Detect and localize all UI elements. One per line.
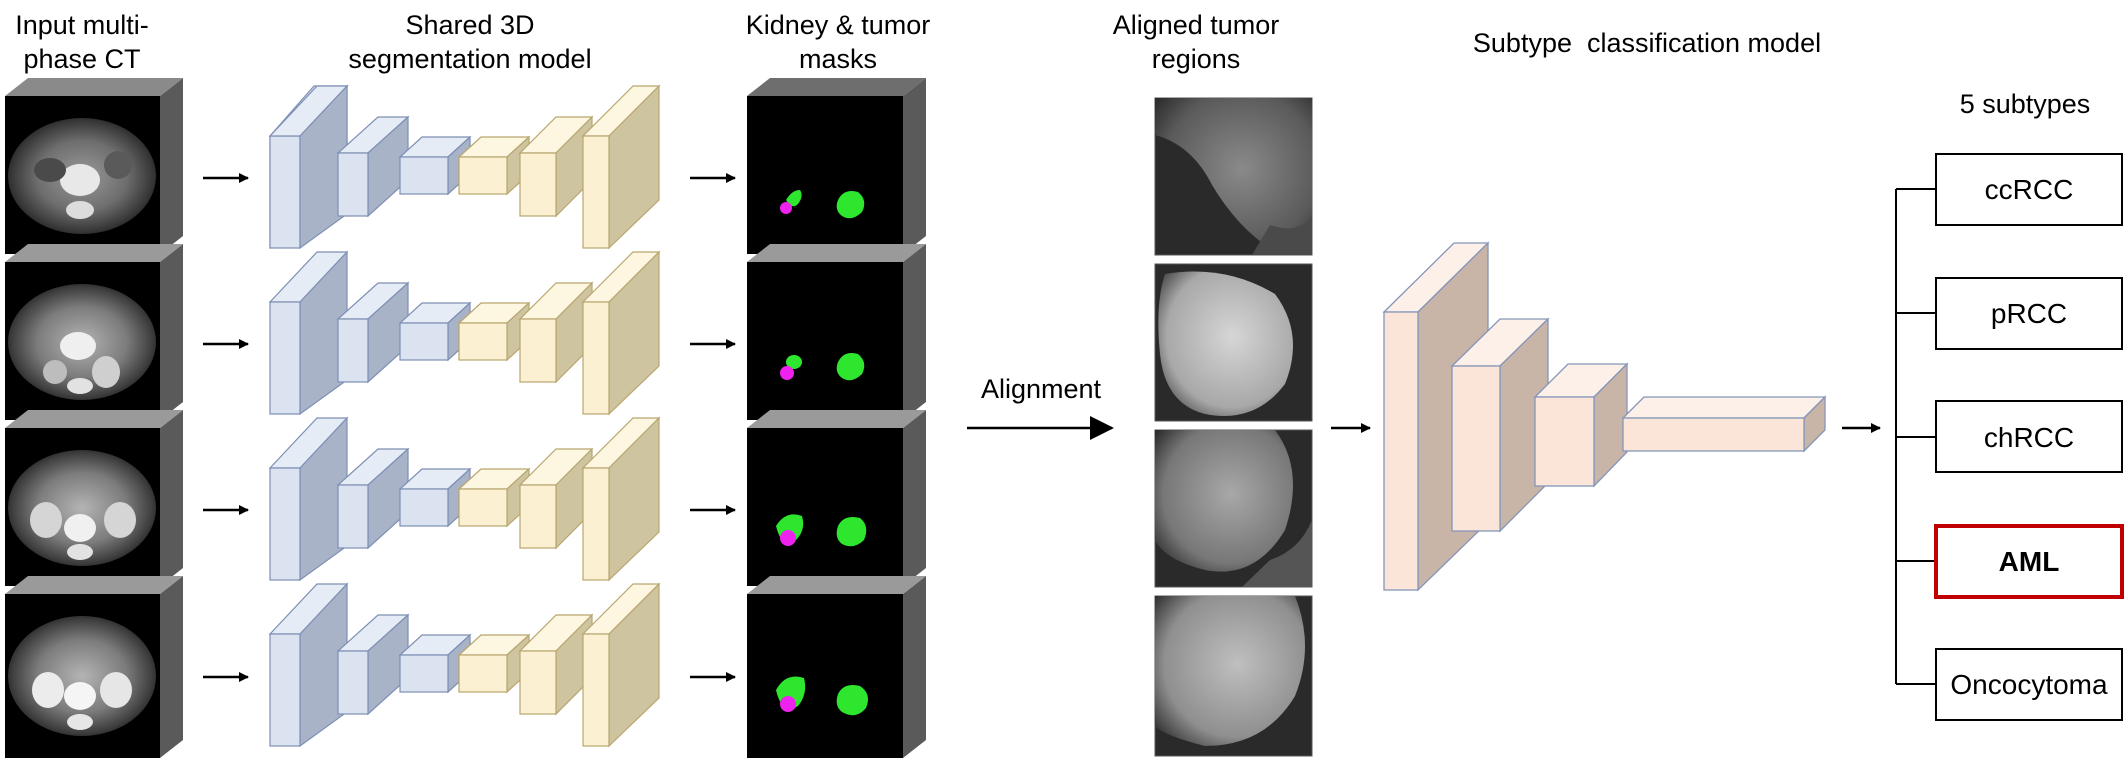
subtype-label-ccrcc: ccRCC <box>1985 174 2074 205</box>
subtype-box-ccrcc <box>1935 153 2123 226</box>
tumor-patch-4 <box>1154 595 1313 757</box>
input-header-line1: Input multi- <box>15 10 149 40</box>
subtypes-header: 5 subtypes <box>1960 89 2091 119</box>
mask-volume-4 <box>747 576 926 758</box>
ct-volumes <box>5 78 183 758</box>
arrows-input-to-seg <box>203 173 249 682</box>
seg-network-3 <box>268 416 661 582</box>
subtype-box-prcc <box>1935 277 2123 350</box>
mask-volumes <box>747 78 926 758</box>
input-header-line2: phase CT <box>23 44 140 74</box>
seg-network-2 <box>268 250 661 416</box>
alignment-label: Alignment <box>981 374 1102 404</box>
seg-network-4 <box>268 582 661 748</box>
subtype-label-oncocytoma: Oncocytoma <box>1950 669 2108 700</box>
ct-volume-1 <box>5 78 183 254</box>
subtype-box-oncocytoma <box>1935 648 2123 721</box>
subtype-bracket <box>1895 188 1936 685</box>
aligned-header-line2: regions <box>1152 44 1241 74</box>
mask-volume-3 <box>747 410 926 586</box>
subtype-label-prcc: pRCC <box>1991 298 2067 329</box>
aligned-tumor-patches <box>1154 97 1313 757</box>
aligned-header-line1: Aligned tumor <box>1113 10 1280 40</box>
segmentation-models <box>268 84 661 748</box>
seg-header-line2: segmentation model <box>348 44 591 74</box>
subtype-boxes: ccRCC pRCC chRCC AML Oncocytoma <box>1934 153 2124 721</box>
seg-header-line1: Shared 3D <box>405 10 534 40</box>
tumor-patch-2 <box>1154 263 1313 422</box>
subtype-label-aml: AML <box>1999 546 2060 577</box>
seg-network-1 <box>268 84 661 250</box>
ct-volume-4 <box>5 576 183 758</box>
subtype-label-chrcc: chRCC <box>1984 422 2074 453</box>
tumor-patch-3 <box>1154 429 1313 588</box>
classifier-header: Subtype classification model <box>1473 28 1821 58</box>
classification-model <box>1382 241 1827 592</box>
mask-volume-2 <box>747 244 926 420</box>
subtype-box-chrcc <box>1935 400 2123 473</box>
masks-header-line2: masks <box>799 44 877 74</box>
arrows-seg-to-masks <box>690 173 736 682</box>
mask-volume-1 <box>747 78 926 254</box>
ct-volume-3 <box>5 410 183 586</box>
masks-header-line1: Kidney & tumor <box>746 10 931 40</box>
subtype-box-aml-highlighted <box>1934 524 2124 599</box>
tumor-patch-1 <box>1154 97 1313 256</box>
ct-volume-2 <box>5 244 183 420</box>
